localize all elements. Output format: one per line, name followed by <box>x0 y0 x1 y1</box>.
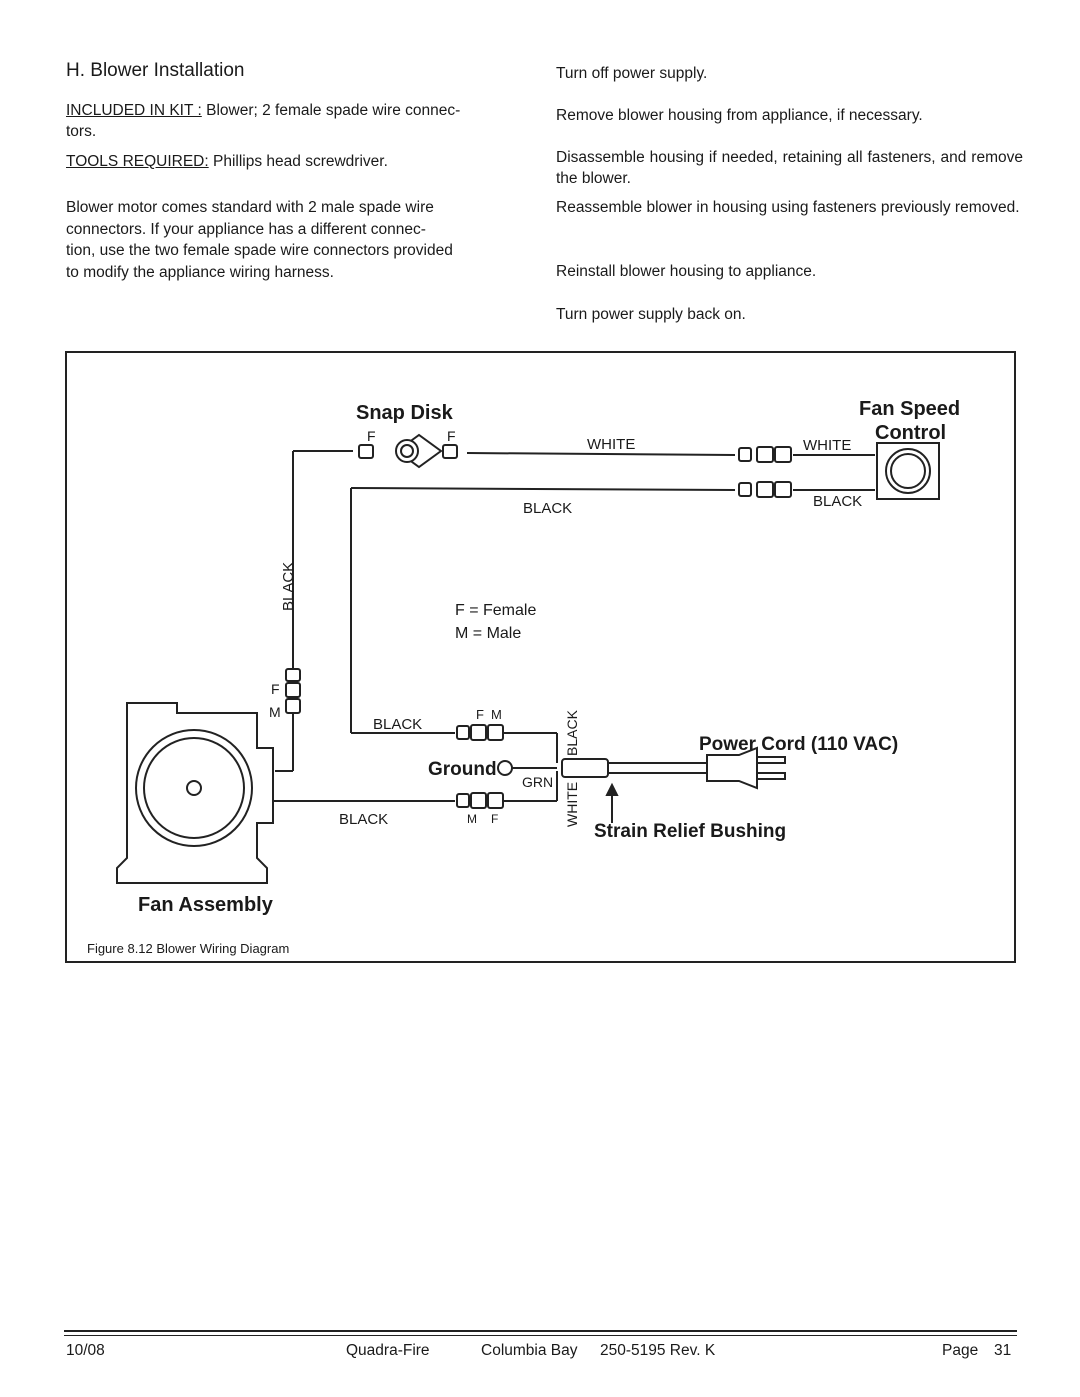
footer-model: Columbia Bay <box>481 1342 578 1359</box>
footer-page-label: Page <box>942 1342 979 1359</box>
connector-f-bottom: F <box>491 812 498 826</box>
label-fan-assembly: Fan Assembly <box>138 894 274 916</box>
footer-rule <box>64 1330 1017 1332</box>
tools-required: TOOLS REQUIRED: Phillips head screwdrive… <box>66 151 502 172</box>
connector-m-bottom: M <box>467 812 477 826</box>
fan-lead-f: F <box>271 681 280 697</box>
wire-white-control: WHITE <box>803 437 851 454</box>
wiring-diagram: Snap Disk Fan Speed Control Power Cord (… <box>87 398 960 956</box>
step-2: Remove blower housing from appliance, if… <box>556 107 923 124</box>
wire-white-top: WHITE <box>587 436 635 453</box>
label-fan-speed: Fan Speed <box>859 398 960 420</box>
step-1: Turn off power supply. <box>556 65 708 82</box>
snap-disk-component <box>358 433 458 469</box>
fan-speed-control-component <box>876 442 940 500</box>
label-ground: Ground <box>428 759 497 780</box>
label-control: Control <box>875 422 946 444</box>
fan-lead-m: M <box>269 704 281 720</box>
fan-assembly-component <box>116 702 274 884</box>
intro-paragraph: Blower motor comes standard with 2 male … <box>66 197 502 283</box>
wire-black-lower: BLACK <box>373 716 422 733</box>
control-connectors <box>738 446 792 498</box>
wiring-diagram-figure: Snap Disk Fan Speed Control Power Cord (… <box>65 351 1016 963</box>
kit-text: Blower; 2 female spade wire connec- <box>206 102 461 119</box>
snap-disk-f-right: F <box>447 428 456 444</box>
kit-text-cont: tors. <box>66 123 97 140</box>
step-6: Turn power supply back on. <box>556 306 746 323</box>
intro-line: connectors. If your appliance has a diff… <box>66 220 426 238</box>
step-4: Reassemble blower in housing using faste… <box>556 199 1020 216</box>
connector-m-top: M <box>491 707 502 722</box>
wire-black-mid: BLACK <box>523 500 572 517</box>
power-connectors <box>456 724 513 809</box>
intro-line: to modify the appliance wiring harness. <box>66 263 334 281</box>
power-cord-component <box>561 746 786 823</box>
kit-label: INCLUDED IN KIT : <box>66 102 202 119</box>
wire-grn: GRN <box>522 774 553 790</box>
wire-white-cord: WHITE <box>564 782 580 827</box>
step-3: Disassemble housing if needed, retaining… <box>556 149 1023 187</box>
snap-disk-f-left: F <box>367 428 376 444</box>
footer-date: 10/08 <box>66 1342 105 1359</box>
wire-black-cord: BLACK <box>564 709 580 756</box>
tools-label: TOOLS REQUIRED: <box>66 153 209 170</box>
legend-male: M = Male <box>455 625 521 642</box>
footer-brand: Quadra-Fire <box>346 1342 430 1359</box>
connector-f-top: F <box>476 707 484 722</box>
intro-line: tion, use the two female spade wire conn… <box>66 242 453 259</box>
figure-caption: Figure 8.12 Blower Wiring Diagram <box>87 941 289 956</box>
label-power-cord: Power Cord (110 VAC) <box>699 734 898 755</box>
footer-doc-number: 250-5195 Rev. K <box>600 1342 716 1359</box>
label-snap-disk: Snap Disk <box>356 402 454 424</box>
footer-page-number: 31 <box>994 1342 1012 1359</box>
section-heading: H. Blower Installation <box>66 60 245 81</box>
footer-rule-thin <box>64 1335 1017 1336</box>
tools-text: Phillips head screwdriver. <box>213 153 388 170</box>
wire-black-control: BLACK <box>813 493 862 510</box>
legend-female: F = Female <box>455 602 536 619</box>
included-in-kit: INCLUDED IN KIT : Blower; 2 female spade… <box>66 100 502 142</box>
label-strain-relief: Strain Relief Bushing <box>594 821 786 842</box>
wire-black-bottom: BLACK <box>339 811 388 828</box>
intro-line: Blower motor comes standard with 2 male … <box>66 199 434 216</box>
step-5: Reinstall blower housing to appliance. <box>556 263 817 280</box>
wire-black-vertical: BLACK <box>280 562 297 611</box>
fan-lead-connectors <box>285 668 301 714</box>
